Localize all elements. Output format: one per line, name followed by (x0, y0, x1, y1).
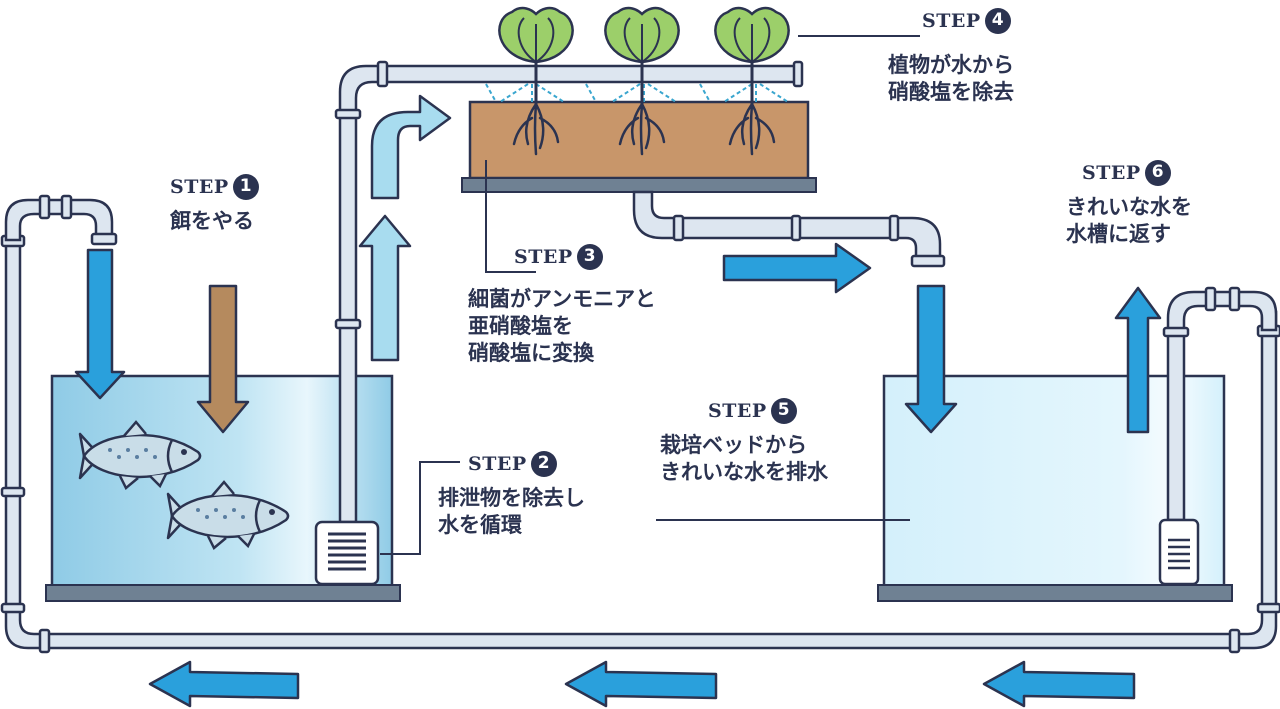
curved-up-arrow (370, 94, 452, 200)
step-5-line-1: 栽培ベッドから (660, 433, 807, 457)
step-3-number: 3 (576, 244, 603, 270)
step-6-line-1: きれいな水を (1066, 195, 1192, 219)
return-pump (1158, 518, 1200, 586)
step-6-label: STEP (1082, 161, 1141, 184)
bottom-arrow-3 (982, 660, 1136, 708)
return-pipe (1162, 286, 1278, 522)
step-6-line-2: 水槽に返す (1066, 221, 1171, 246)
step-4-description: 植物が水から 硝酸塩を除去 (888, 52, 1014, 106)
plants (498, 6, 790, 156)
step-3-title: STEP 3 (514, 242, 656, 272)
step-1-label: STEP (170, 175, 229, 198)
drain-right-arrow (722, 242, 872, 294)
feed-arrow (196, 284, 250, 434)
step-1-number: 1 (232, 174, 259, 200)
riser-pipe (334, 60, 804, 524)
bottom-arrow-2 (564, 660, 718, 708)
return-up-arrow (1114, 286, 1162, 434)
step-4-callout: STEP 4 植物が水から 硝酸塩を除去 (888, 6, 1014, 106)
fish-body (166, 480, 290, 550)
step-2-title: STEP 2 (468, 449, 585, 479)
fish (78, 420, 290, 550)
riser-up-arrow (358, 214, 412, 362)
inlet-down-arrow (74, 248, 126, 400)
step-2-callout: STEP 2 排泄物を除去し 水を循環 (438, 449, 585, 539)
step-1-callout: STEP 1 餌をやる (170, 172, 259, 235)
step-2-number: 2 (530, 451, 557, 477)
step-4-line-1: 植物が水から (888, 53, 1014, 77)
step-5-number: 5 (770, 398, 797, 424)
drain-pipe (632, 190, 946, 268)
pump-box (314, 520, 380, 586)
step-6-description: きれいな水を 水槽に返す (1066, 194, 1192, 248)
step-6-number: 6 (1144, 160, 1171, 186)
step-5-description: 栽培ベッドから きれいな水を排水 (660, 432, 828, 486)
step-4-line-2: 硝酸塩を除去 (888, 79, 1014, 104)
step-4-label: STEP (922, 9, 981, 32)
step-3-line-3: 硝酸塩に変換 (468, 340, 594, 365)
step-2-description: 排泄物を除去し 水を循環 (438, 485, 585, 539)
step-1-description: 餌をやる (170, 208, 259, 235)
step-5-callout: STEP 5 栽培ベッドから きれいな水を排水 (660, 396, 828, 486)
left-inlet-pipe (4, 194, 118, 246)
flow-arrows (74, 94, 1162, 708)
step-5-label: STEP (708, 399, 767, 422)
leader-lines (380, 35, 920, 555)
step-6-callout: STEP 6 きれいな水を 水槽に返す (1066, 158, 1192, 248)
step-2-line-1: 排泄物を除去し (438, 486, 585, 510)
step-1-title: STEP 1 (170, 172, 259, 202)
tank-down-arrow (904, 284, 958, 434)
bottom-arrow-1 (148, 660, 300, 708)
step-3-line-2: 亜硝酸塩を (468, 313, 573, 338)
step-3-callout: STEP 3 細菌がアンモニアと 亜硝酸塩を 硝酸塩に変換 (468, 242, 656, 367)
step-1-line-1: 餌をやる (170, 209, 254, 233)
lettuce-plant (604, 6, 680, 156)
step-4-number: 4 (984, 8, 1011, 34)
step-3-label: STEP (514, 245, 573, 268)
step-4-title: STEP 4 (922, 6, 1014, 36)
step-5-title: STEP 5 (708, 396, 828, 426)
lettuce-plant (714, 6, 790, 156)
step-6-title: STEP 6 (1082, 158, 1192, 188)
step-2-line-2: 水を循環 (438, 512, 522, 537)
lettuce-plant (498, 6, 574, 156)
fish-body (78, 420, 202, 490)
step-3-line-1: 細菌がアンモニアと (468, 287, 656, 311)
step-5-line-2: きれいな水を排水 (660, 459, 828, 484)
step-3-description: 細菌がアンモニアと 亜硝酸塩を 硝酸塩に変換 (468, 286, 656, 367)
step-2-label: STEP (468, 452, 527, 475)
